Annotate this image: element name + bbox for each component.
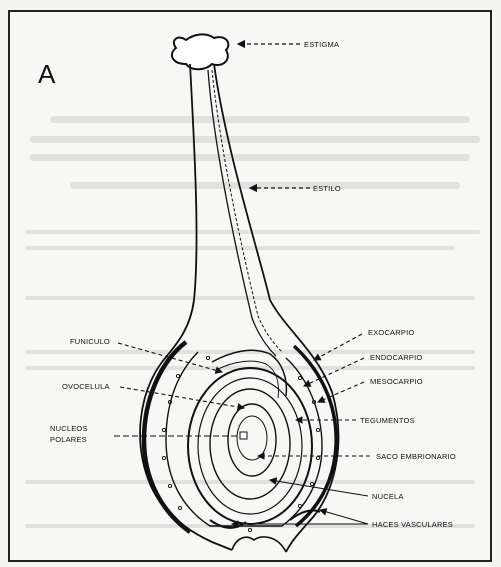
label-exocarpio: EXOCARPIO — [368, 328, 414, 337]
pericarp-dots — [162, 356, 319, 531]
exocarpio-leader — [314, 334, 362, 360]
polar-nuclei — [240, 432, 247, 439]
endocarpio-leader — [304, 358, 364, 386]
integument-outer — [188, 368, 312, 524]
label-nucleos: NUCLEOS — [50, 424, 88, 433]
stigma-outline — [172, 34, 228, 69]
label-funiculo: FUNICULO — [70, 337, 110, 346]
nucellus — [210, 389, 290, 499]
funiculus-inner — [216, 361, 279, 398]
label-mesocarpio: MESOCARPIO — [370, 377, 423, 386]
stylar-canal — [208, 70, 276, 356]
label-haces-vasculares: HACES VASCULARES — [372, 520, 453, 529]
label-ovocelula: OVOCELULA — [62, 382, 110, 391]
integument-inner — [198, 378, 302, 514]
label-endocarpio: ENDOCARPIO — [370, 353, 422, 362]
ovary-base — [232, 537, 286, 552]
embryo-sac — [228, 404, 276, 476]
label-nucela: NUCELA — [372, 492, 404, 501]
label-polares: POLARES — [50, 435, 87, 444]
panel-letter: A — [38, 59, 56, 89]
haces-leader-1 — [320, 510, 368, 524]
label-estigma: ESTIGMA — [304, 40, 339, 49]
ovocelula-leader — [120, 387, 244, 408]
label-tegumentos: TEGUMENTOS — [360, 416, 415, 425]
label-estilo: ESTILO — [313, 184, 341, 193]
ovary-wall-right — [294, 346, 336, 526]
nucela-leader — [270, 480, 368, 496]
label-saco-embrionario: SACO EMBRIONARIO — [376, 452, 456, 461]
style-outline-right — [214, 64, 338, 552]
